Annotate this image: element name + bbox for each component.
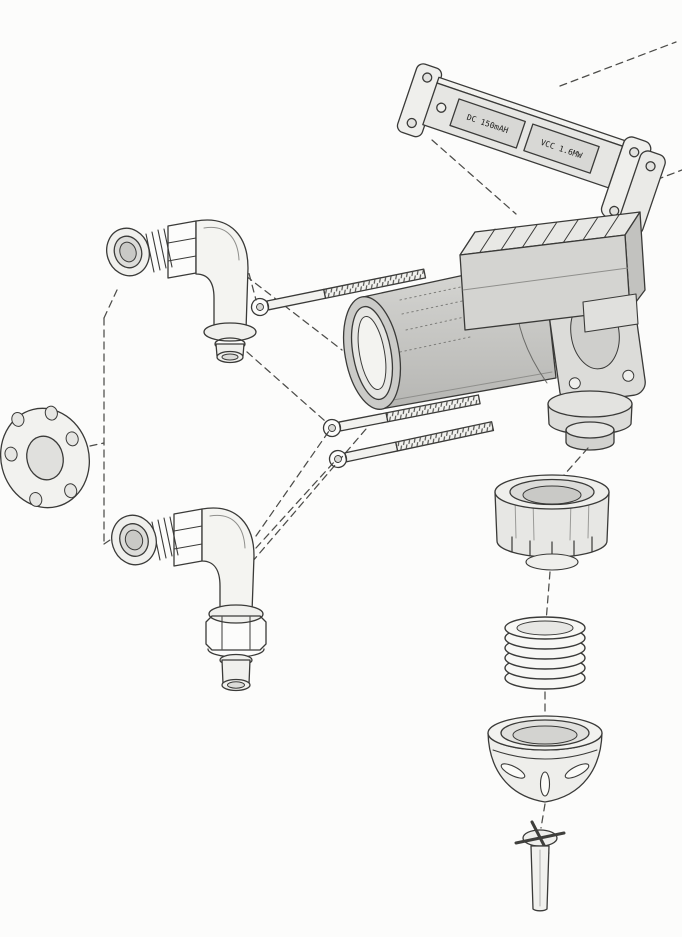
screw-shank bbox=[338, 412, 389, 432]
cap-slot bbox=[500, 763, 526, 779]
elbow-hex-facets bbox=[173, 525, 203, 550]
screw-head-center bbox=[256, 303, 264, 311]
flange-bolt-hole bbox=[4, 446, 18, 462]
screw-2 bbox=[322, 394, 481, 438]
union-nut-body bbox=[205, 615, 267, 651]
elbow-hex-nut bbox=[167, 220, 197, 279]
spring bbox=[504, 616, 586, 690]
flange-ring bbox=[0, 405, 91, 509]
outlet-neck-top bbox=[565, 421, 615, 439]
bore-deep bbox=[357, 315, 387, 391]
elbow-inlet-bore-deep bbox=[124, 529, 144, 551]
cylinder-open-end bbox=[342, 296, 402, 410]
cap-slot bbox=[539, 771, 551, 797]
screw-thread bbox=[323, 269, 426, 299]
elbow-body bbox=[195, 219, 249, 331]
rail-hole bbox=[406, 117, 417, 129]
elbow-hex-facets bbox=[167, 237, 197, 262]
rail-label-plate-left bbox=[449, 98, 526, 149]
cap-seam bbox=[492, 749, 598, 760]
leader-flange bbox=[89, 442, 105, 447]
screw-shank bbox=[344, 441, 399, 463]
rail-bar bbox=[422, 82, 624, 189]
screw-head bbox=[328, 449, 348, 469]
union-collar bbox=[208, 604, 264, 624]
box-ribs bbox=[459, 214, 620, 256]
screw-head bbox=[250, 297, 270, 317]
flange-plate-hole bbox=[622, 369, 635, 382]
coupling-castellations bbox=[511, 536, 593, 559]
centerline-seg bbox=[545, 571, 551, 623]
leader-rail-to-box bbox=[431, 139, 517, 215]
cap-bore bbox=[512, 725, 578, 745]
elbow-fitting-lower bbox=[111, 507, 267, 692]
elbow-contour bbox=[209, 514, 246, 549]
elbow-outlet-hole bbox=[227, 681, 245, 689]
rail-label-plate-right bbox=[523, 123, 600, 174]
screw-thread bbox=[386, 394, 481, 422]
leader-lower-elbow-2 bbox=[255, 460, 336, 549]
screw-head-center bbox=[334, 455, 342, 463]
flange-bolt-hole bbox=[29, 492, 43, 507]
box-groove bbox=[462, 267, 629, 291]
centerline-seg bbox=[540, 803, 546, 829]
cylinder-lower-line bbox=[381, 371, 553, 403]
screw-3 bbox=[328, 421, 495, 469]
flange-bore bbox=[26, 435, 64, 481]
leader-rail-top bbox=[559, 41, 677, 87]
screw-thread bbox=[395, 421, 494, 451]
strainer-cap bbox=[487, 715, 603, 803]
outlet-top bbox=[547, 390, 633, 418]
elbow-contour bbox=[203, 226, 240, 261]
box-cover-plate bbox=[582, 293, 639, 333]
flange-bolt-hole bbox=[11, 411, 25, 427]
spring-top-hole bbox=[516, 620, 574, 636]
drain-bolt bbox=[514, 820, 566, 912]
flange-bolt-hole bbox=[64, 483, 78, 499]
elbow-outlet-flange bbox=[203, 322, 257, 342]
mounting-rail: DC 150mAH VCC 1.6MW bbox=[396, 63, 666, 236]
rail-hole bbox=[629, 147, 640, 158]
elbow-outlet-hole bbox=[221, 353, 239, 361]
leader-lower-elbow-3 bbox=[251, 421, 373, 563]
rail-hole bbox=[422, 72, 433, 83]
flange-bolt-hole bbox=[44, 405, 58, 421]
outlet-port bbox=[547, 390, 633, 451]
flange-bolt-hole bbox=[65, 431, 79, 447]
screw-shank bbox=[266, 288, 327, 311]
leader-upper-elbow-3 bbox=[237, 343, 326, 422]
leader-lines bbox=[89, 41, 682, 563]
union-nut-facets bbox=[221, 616, 251, 650]
rail-hole bbox=[645, 161, 656, 172]
rail-screw bbox=[436, 102, 447, 113]
pump-body bbox=[342, 211, 646, 451]
coupling-sleeve bbox=[525, 553, 579, 571]
elbow-body bbox=[201, 507, 255, 613]
screw-head bbox=[322, 418, 342, 438]
screw-1 bbox=[250, 268, 427, 317]
coupling-nut bbox=[494, 474, 610, 571]
coupling-facets bbox=[514, 496, 590, 541]
screw-head-center bbox=[328, 424, 336, 432]
terminal-box bbox=[459, 211, 646, 333]
coupling-bore bbox=[522, 485, 582, 505]
leader-upper-elbow-2 bbox=[245, 275, 343, 351]
leader-flange-up bbox=[103, 289, 118, 319]
elbow-inlet-bore-deep bbox=[119, 241, 137, 263]
elbow-fitting-upper bbox=[106, 219, 257, 364]
leader-lower-elbow-1 bbox=[255, 430, 330, 537]
cap-slot bbox=[564, 763, 590, 779]
elbow-hex-nut bbox=[173, 508, 203, 567]
flange-plate-hole bbox=[568, 377, 581, 390]
